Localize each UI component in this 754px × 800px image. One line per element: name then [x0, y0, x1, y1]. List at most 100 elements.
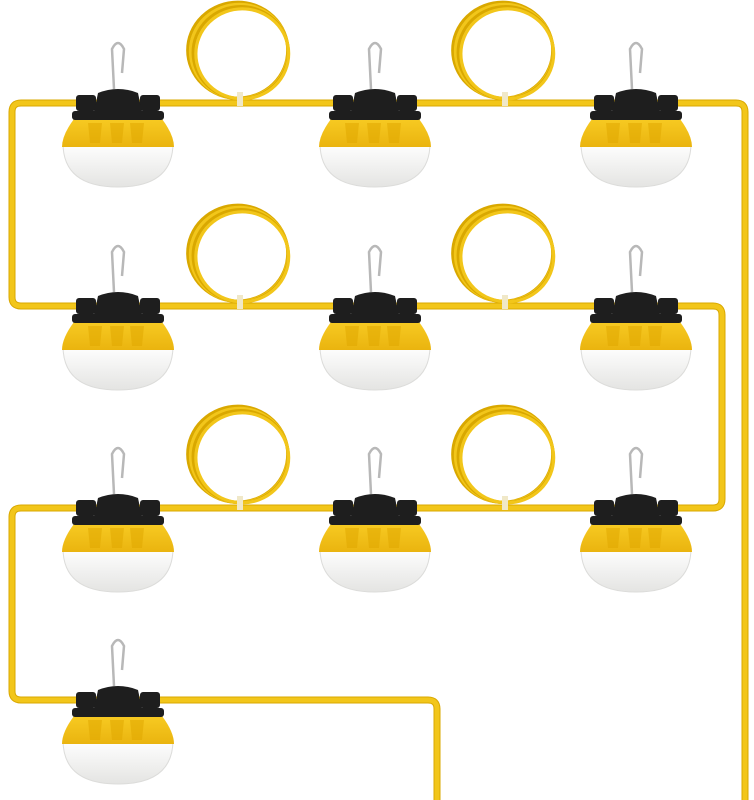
shade-rib [628, 528, 642, 548]
housing-cap [351, 89, 399, 112]
shade-rib [628, 123, 642, 143]
coil-loop [459, 411, 556, 505]
shade-rib [130, 528, 144, 548]
cable-tie [237, 295, 243, 309]
carabiner-hook-icon [367, 41, 383, 90]
coil-layer [186, 0, 556, 510]
housing-cap [351, 292, 399, 315]
shade-rib [88, 720, 102, 740]
lamp-layer [62, 41, 692, 785]
shade-rib [110, 123, 124, 143]
cable-tie [502, 496, 508, 510]
housing-cap [351, 494, 399, 517]
shade-rib [606, 123, 620, 143]
cord-connector-left [594, 500, 614, 516]
cable-tie [237, 496, 243, 510]
shade-rib [648, 528, 662, 548]
work-light [319, 446, 431, 593]
shade-rib [606, 528, 620, 548]
light-diffuser [319, 345, 431, 391]
housing-base [72, 708, 164, 717]
cable-tie [502, 295, 508, 309]
housing-base [329, 111, 421, 120]
work-light [62, 446, 174, 593]
cord-connector-right [397, 298, 417, 314]
housing-base [590, 516, 682, 525]
coil-loop [459, 210, 556, 304]
housing-cap [612, 292, 660, 315]
shade-rib [345, 123, 359, 143]
coil-loop [194, 7, 291, 101]
shade-rib [88, 326, 102, 346]
shade-rib [606, 326, 620, 346]
housing-cap [94, 89, 142, 112]
light-diffuser [319, 142, 431, 188]
cord-connector-right [140, 500, 160, 516]
light-diffuser [580, 345, 692, 391]
cord-connector-left [333, 298, 353, 314]
shade-rib [130, 326, 144, 346]
shade-rib [345, 326, 359, 346]
shade-rib [367, 528, 381, 548]
light-diffuser [62, 739, 174, 785]
shade-rib [110, 528, 124, 548]
shade-rib [628, 326, 642, 346]
carabiner-hook-icon [110, 638, 126, 687]
shade-rib [387, 528, 401, 548]
cord-connector-right [140, 298, 160, 314]
cord-connector-right [397, 500, 417, 516]
work-light [319, 41, 431, 188]
cord-connector-right [397, 95, 417, 111]
carabiner-hook-icon [110, 41, 126, 90]
housing-base [590, 111, 682, 120]
cord-connector-right [658, 500, 678, 516]
cord-coil [451, 203, 556, 309]
housing-base [329, 314, 421, 323]
carabiner-hook-icon [628, 41, 644, 90]
housing-base [329, 516, 421, 525]
shade-rib [88, 123, 102, 143]
work-light [580, 446, 692, 593]
cord-connector-left [76, 95, 96, 111]
shade-rib [387, 326, 401, 346]
cord-coil [186, 404, 291, 510]
shade-rib [367, 326, 381, 346]
housing-base [72, 516, 164, 525]
carabiner-hook-icon [110, 446, 126, 495]
cord-layer [8, 99, 749, 800]
coil-loop [194, 411, 291, 505]
carabiner-hook-icon [367, 446, 383, 495]
cord-connector-right [140, 692, 160, 708]
shade-rib [130, 123, 144, 143]
cord-connector-left [76, 500, 96, 516]
cord-connector-right [140, 95, 160, 111]
shade-rib [88, 528, 102, 548]
cord-connector-left [594, 298, 614, 314]
work-light [580, 244, 692, 391]
cord-connector-right [658, 298, 678, 314]
coil-loop [194, 210, 291, 304]
carabiner-hook-icon [110, 244, 126, 293]
light-diffuser [580, 142, 692, 188]
housing-base [72, 111, 164, 120]
cord-connector-left [76, 692, 96, 708]
shade-rib [345, 528, 359, 548]
light-diffuser [62, 547, 174, 593]
work-light [319, 244, 431, 391]
coil-loop [459, 7, 556, 101]
cord-connector-left [333, 95, 353, 111]
shade-rib [648, 123, 662, 143]
work-light [62, 41, 174, 188]
cord-connector-right [658, 95, 678, 111]
shade-rib [110, 326, 124, 346]
housing-cap [94, 686, 142, 709]
cord-coil [451, 404, 556, 510]
work-light [62, 244, 174, 391]
shade-rib [130, 720, 144, 740]
shade-rib [367, 123, 381, 143]
light-diffuser [580, 547, 692, 593]
cord-coil [186, 203, 291, 309]
cable-tie [237, 92, 243, 106]
carabiner-hook-icon [628, 446, 644, 495]
